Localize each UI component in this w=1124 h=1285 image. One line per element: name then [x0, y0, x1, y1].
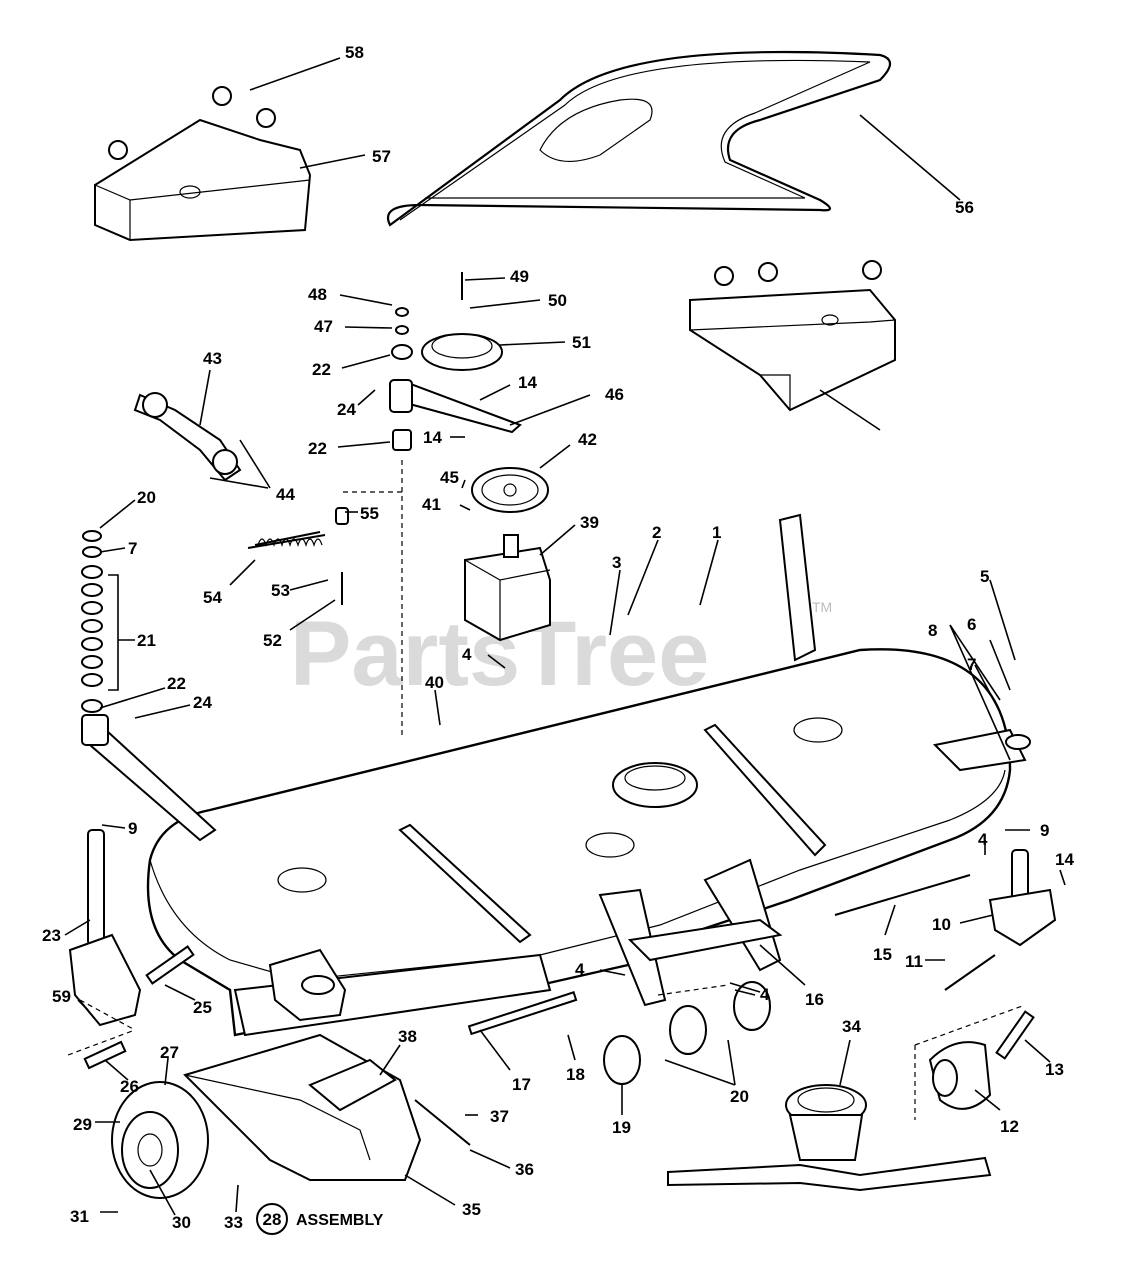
caster-wheel-right: [834, 849, 1057, 1110]
knob-icon: [256, 108, 276, 128]
callout-14c: 14: [1055, 850, 1074, 869]
callout-37: 36: [515, 1160, 534, 1179]
callout-26: 25: [193, 998, 212, 1017]
callout-53: 52: [263, 631, 282, 650]
knob-icon: [862, 260, 882, 280]
callout-30: 29: [73, 1115, 92, 1134]
belt-shield-left: [94, 86, 312, 242]
callout-14b: 14: [423, 428, 442, 447]
callout-27: 26: [120, 1077, 139, 1096]
callout-34: 33: [224, 1213, 243, 1232]
callout-38: 37: [490, 1107, 509, 1126]
knob-icon: [108, 140, 128, 160]
callout-42: 41: [422, 495, 441, 514]
callout-19: 19: [612, 1118, 631, 1137]
callout-11: 11: [905, 952, 923, 971]
callout-31: 30: [172, 1213, 191, 1232]
callout-46: 45: [440, 468, 459, 487]
blade-spindle: [667, 1084, 992, 1192]
knob-icon: [758, 262, 778, 282]
callout-10: 10: [932, 915, 951, 934]
callout-2: 2: [652, 523, 661, 542]
callout-4a: 4: [575, 960, 585, 979]
drive-belt: [387, 50, 892, 227]
callout-7b: 7: [967, 655, 976, 674]
callout-21: 20: [137, 488, 156, 507]
callout-13: 13: [1045, 1060, 1064, 1079]
deck-rollers: [467, 981, 771, 1085]
callout-22: 21: [137, 631, 156, 650]
callout-51: 50: [548, 291, 567, 310]
callout-48: 47: [314, 317, 333, 336]
knob-icon: [714, 266, 734, 286]
callout-54: 53: [271, 581, 290, 600]
callout-29: 27: [160, 1043, 179, 1062]
callout-36: 35: [462, 1200, 481, 1219]
callout-4d: 4: [978, 830, 988, 849]
callout-44: 43: [203, 349, 222, 368]
callout-25b: 24: [193, 693, 212, 712]
callout-41: 40: [425, 673, 444, 692]
callout-9b: 9: [1040, 821, 1049, 840]
caster-spacer-stack-left: [81, 530, 103, 713]
callout-45: 44: [276, 485, 295, 504]
trademark-symbol: TM: [812, 599, 832, 615]
assembly-number: 28: [263, 1210, 282, 1229]
callout-47: 46: [605, 385, 624, 404]
leader-lines: [64, 57, 1066, 1216]
mower-deck: [80, 513, 1031, 1037]
callout-56: 55: [360, 504, 379, 523]
tension-spring: [247, 507, 349, 605]
callout-12: 12: [1000, 1117, 1019, 1136]
callout-6: 6: [967, 615, 976, 634]
callout-1a: 1: [712, 523, 721, 542]
callout-8: 8: [928, 621, 937, 640]
callout-24: 23: [42, 926, 61, 945]
callout-18: 18: [566, 1065, 585, 1084]
callout-23b: 22: [308, 439, 327, 458]
callout-40: 39: [580, 513, 599, 532]
caster-wheel-left: [68, 829, 209, 1199]
callout-50: 49: [510, 267, 529, 286]
callout-43: 42: [578, 430, 597, 449]
callout-55: 54: [203, 588, 222, 607]
callout-9a: 9: [128, 819, 137, 838]
discharge-chute: [183, 1033, 471, 1181]
callout-16: 16: [805, 990, 824, 1009]
callout-15: 15: [873, 945, 892, 964]
callout-49: 48: [308, 285, 327, 304]
callout-58: 57: [372, 147, 391, 166]
callout-60: 58: [345, 43, 364, 62]
assembly-note: 28 ASSEMBLY: [256, 1203, 384, 1235]
callout-4b: 4: [760, 985, 770, 1004]
callout-14a: 14: [518, 373, 537, 392]
assembly-label: ASSEMBLY: [296, 1212, 384, 1229]
callout-39: 38: [398, 1027, 417, 1046]
knob-icon: [212, 86, 232, 106]
callout-17: 17: [512, 1075, 531, 1094]
callout-labels: 58 57 56 49 50 51 48 47 22 14 24 46 14 2…: [42, 43, 1074, 1232]
callout-23a: 22: [312, 360, 331, 379]
callout-3: 3: [612, 553, 621, 572]
assembly-circle: [256, 1203, 288, 1235]
callout-52: 51: [572, 333, 591, 352]
callout-20: 20: [730, 1087, 749, 1106]
callout-59: 59: [52, 987, 71, 1006]
idler-pulley-assembly: [133, 272, 551, 642]
callout-4c: 4: [462, 645, 472, 664]
callout-23c: 22: [167, 674, 186, 693]
callout-57: 56: [955, 198, 974, 217]
callout-25a: 24: [337, 400, 356, 419]
belt-shield-right: [689, 260, 896, 412]
callout-7a: 7: [128, 539, 137, 558]
assembly-guide-lines: [67, 460, 1026, 1120]
callout-5: 5: [980, 567, 989, 586]
callout-35: 34: [842, 1017, 861, 1036]
callout-33: 31: [70, 1207, 89, 1226]
